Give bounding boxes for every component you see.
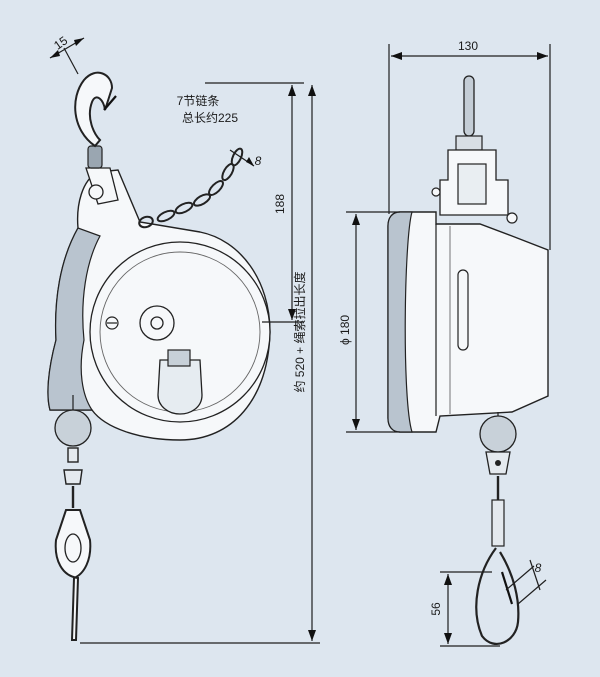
chain-length-label: 总长约225 <box>181 111 239 125</box>
width-130-label: 130 <box>457 39 479 53</box>
side-snap-hook <box>475 547 520 646</box>
hook-height-56-label: 56 <box>429 602 443 616</box>
ball-stopper <box>54 409 92 447</box>
hook-width-8-label: 8 <box>534 561 542 575</box>
chain-title-label: 7节链条 <box>176 94 220 108</box>
side-lever-slot <box>457 269 469 351</box>
bracket-pin <box>88 184 104 200</box>
bottom-swivel-hook <box>54 509 92 641</box>
side-view <box>346 44 551 647</box>
side-ball-stopper <box>479 415 517 453</box>
drum-outer-ring <box>89 241 271 423</box>
dim-56 <box>440 571 500 647</box>
cable-fitting <box>63 447 83 508</box>
chain <box>138 147 244 229</box>
dim-15 <box>49 37 85 75</box>
front-view <box>47 37 320 644</box>
top-hook <box>74 71 114 148</box>
dim-130 <box>388 44 551 250</box>
dim-phi180 <box>346 211 400 433</box>
drum-hub-center <box>150 316 164 330</box>
dim-188 <box>205 82 304 323</box>
diameter-180-label: ϕ 180 <box>338 314 352 346</box>
dim-total-length <box>80 85 320 644</box>
top-swivel <box>87 145 103 169</box>
lever-knob <box>167 349 191 367</box>
height-188-label: 188 <box>273 193 287 215</box>
chain-link-dim-label: 8 <box>254 154 262 168</box>
side-top-eye <box>463 75 475 137</box>
front-housing-shade <box>47 227 101 411</box>
total-length-label: 约 520 + 绳索拉出长度 <box>293 271 307 393</box>
lock-lever <box>157 359 203 415</box>
side-cable-sleeve <box>491 499 505 547</box>
dim-8-chain <box>229 149 255 167</box>
dim-8-hook <box>505 559 547 605</box>
